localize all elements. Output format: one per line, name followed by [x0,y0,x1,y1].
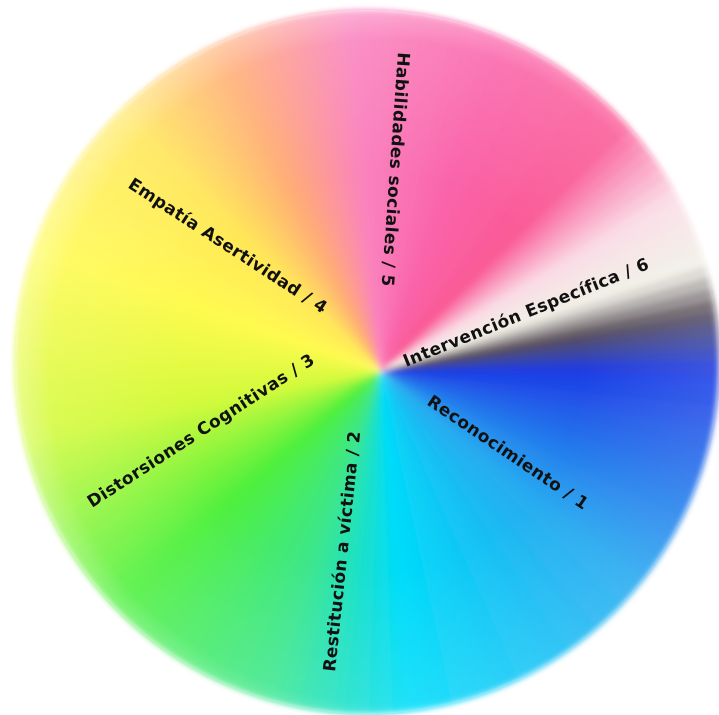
wheel-rim-fade [15,10,719,714]
